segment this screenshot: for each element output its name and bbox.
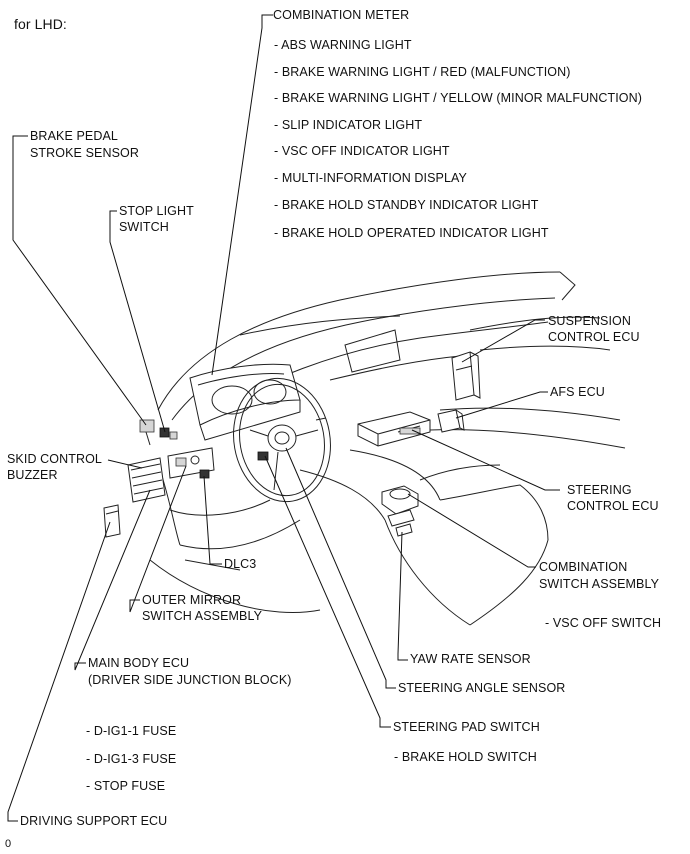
meter-item-brake-red: - BRAKE WARNING LIGHT / RED (MALFUNCTION…: [274, 65, 571, 79]
meter-item-mid: - MULTI-INFORMATION DISPLAY: [274, 171, 467, 185]
skid-buzzer-label-2: BUZZER: [7, 468, 58, 482]
fuse-d-ig1-1: - D-IG1-1 FUSE: [86, 724, 177, 738]
meter-item-brake-yellow: - BRAKE WARNING LIGHT / YELLOW (MINOR MA…: [274, 91, 642, 105]
figure-code: 0: [5, 838, 12, 850]
meter-item-slip: - SLIP INDICATOR LIGHT: [274, 118, 423, 132]
brake-hold-switch-label: - BRAKE HOLD SWITCH: [394, 750, 537, 764]
skid-buzzer-label-1: SKID CONTROL: [7, 452, 102, 466]
outer-mirror-label-2: SWITCH ASSEMBLY: [142, 609, 263, 623]
stop-light-label-2: SWITCH: [119, 220, 169, 234]
brake-pedal-label-1: BRAKE PEDAL: [30, 129, 118, 143]
fuse-d-ig1-3: - D-IG1-3 FUSE: [86, 752, 177, 766]
afs-ecu-label: AFS ECU: [550, 385, 605, 399]
meter-item-hold-operated: - BRAKE HOLD OPERATED INDICATOR LIGHT: [274, 226, 549, 240]
stop-light-label-1: STOP LIGHT: [119, 204, 194, 218]
steering-wheel-drawing: [233, 377, 331, 503]
main-body-ecu-label-1: MAIN BODY ECU: [88, 656, 190, 670]
steering-ecu-label-1: STEERING: [567, 483, 632, 497]
driving-support-ecu-label: DRIVING SUPPORT ECU: [20, 814, 168, 828]
fuse-stop: - STOP FUSE: [86, 779, 166, 793]
steering-ecu-label-2: CONTROL ECU: [567, 499, 659, 513]
meter-item-abs: - ABS WARNING LIGHT: [274, 38, 412, 52]
dlc3-label: DLC3: [224, 557, 257, 571]
combination-meter-label: COMBINATION METER: [273, 8, 410, 22]
leader-lines: [7, 14, 560, 822]
left-components-drawing: [103, 419, 215, 538]
combination-switch-label-1: COMBINATION: [539, 560, 628, 574]
diagram-heading: for LHD:: [14, 16, 67, 32]
yaw-rate-sensor-label: YAW RATE SENSOR: [410, 652, 531, 666]
brake-pedal-label-2: STROKE SENSOR: [30, 146, 139, 160]
suspension-ecu-label-1: SUSPENSION: [548, 314, 631, 328]
outer-mirror-label-1: OUTER MIRROR: [142, 593, 242, 607]
vsc-off-switch-label: - VSC OFF SWITCH: [545, 616, 662, 630]
combination-switch-label-2: SWITCH ASSEMBLY: [539, 577, 660, 591]
steering-angle-sensor-label: STEERING ANGLE SENSOR: [398, 681, 566, 695]
meter-item-hold-standby: - BRAKE HOLD STANDBY INDICATOR LIGHT: [274, 198, 539, 212]
meter-item-vsc-off: - VSC OFF INDICATOR LIGHT: [274, 144, 450, 158]
main-body-ecu-label-2: (DRIVER SIDE JUNCTION BLOCK): [88, 673, 292, 687]
steering-pad-switch-label: STEERING PAD SWITCH: [393, 720, 540, 734]
combination-meter-drawing: [189, 363, 301, 441]
suspension-ecu-label-2: CONTROL ECU: [548, 330, 640, 344]
right-components-drawing: [357, 351, 481, 537]
